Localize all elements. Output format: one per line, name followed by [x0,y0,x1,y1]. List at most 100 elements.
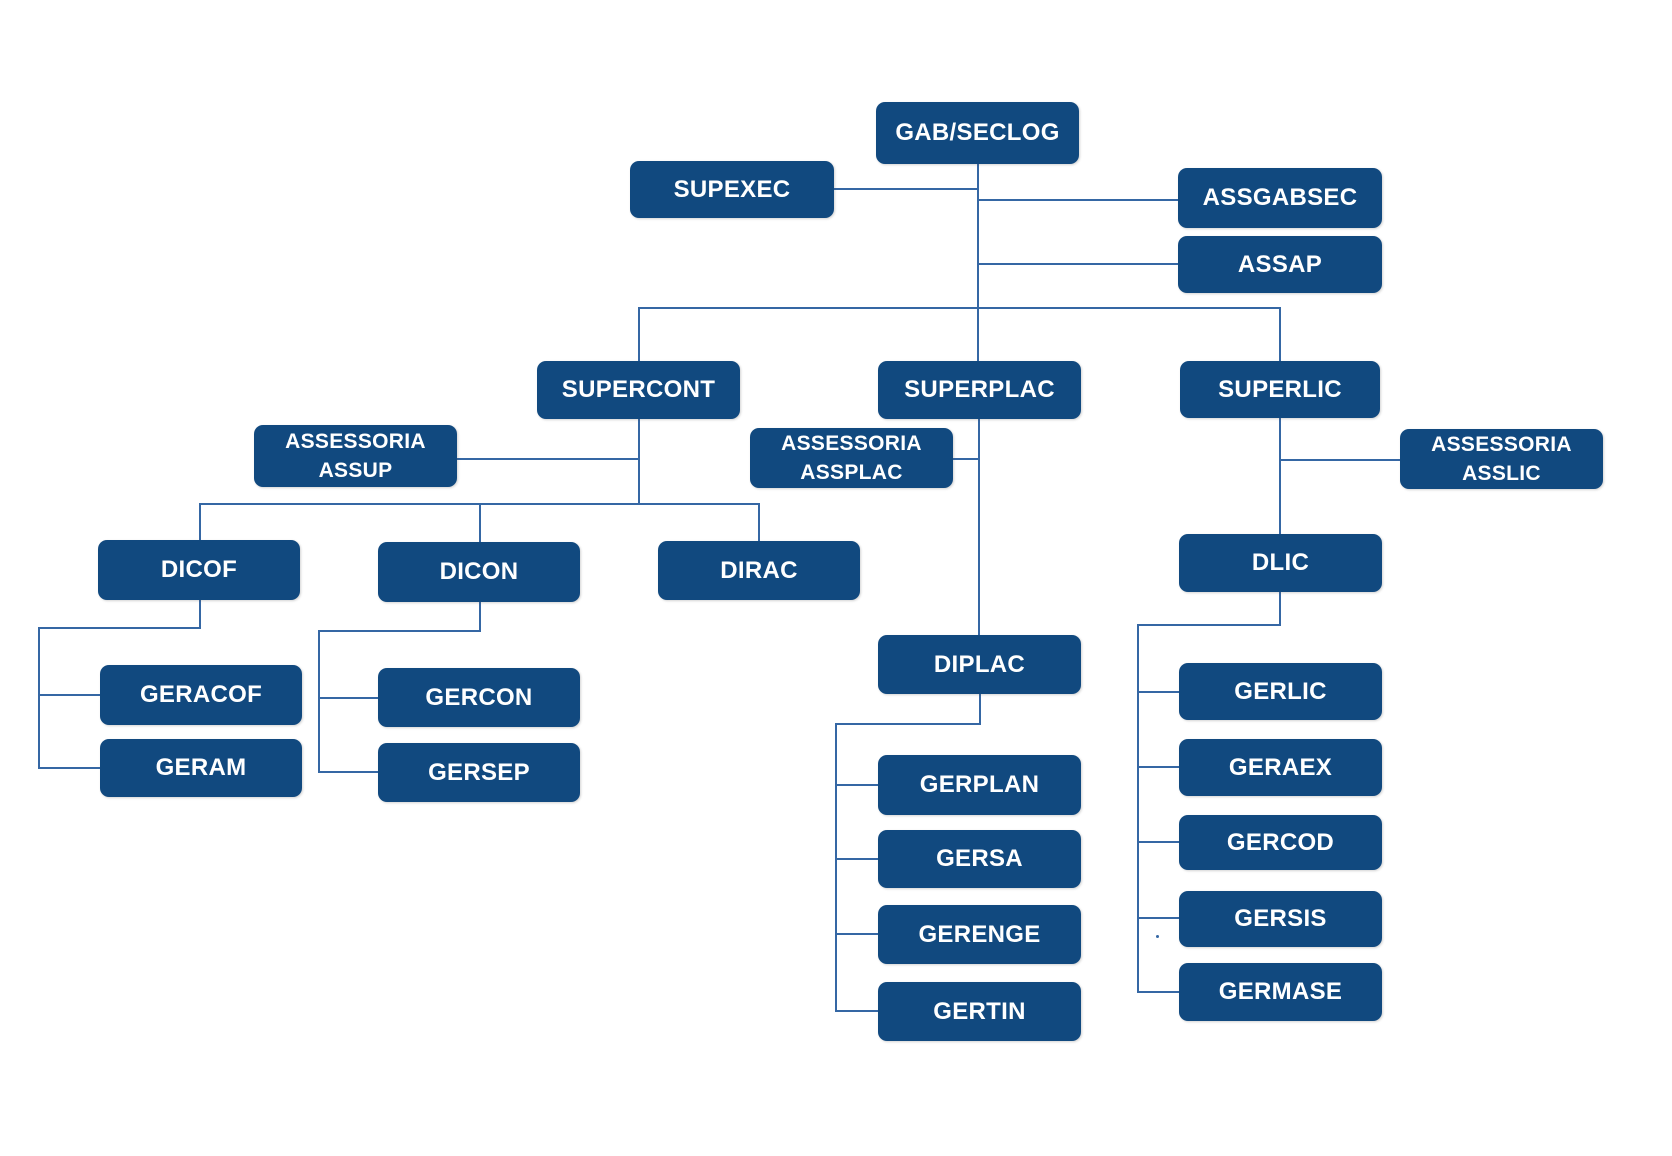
org-node-label: ASSPLAC [800,461,903,484]
org-node-label: ASSESSORIA [781,432,922,455]
connector-gersis-stub [1137,917,1179,919]
org-node-superlic: SUPERLIC [1180,361,1380,418]
org-node-label: ASSAP [1237,250,1323,278]
org-node-label: GERLIC [1234,677,1327,705]
org-node-label: DLIC [1251,549,1310,576]
org-node-dlic: DLIC [1179,534,1382,592]
connector-dicon-rail [318,630,320,773]
connector-diplac-elbow-v [979,694,981,723]
org-node-label: GERACOF [139,681,263,708]
connector-dicof-drop [199,503,201,540]
connector-geraex-stub [1137,766,1179,768]
org-node-assgabsec: ASSGABSEC [1178,168,1382,228]
connector-superlic-drop [1279,307,1281,361]
org-node-gersep: GERSEP [378,743,580,802]
connector-dicof-rail [38,627,40,769]
connector-geram-stub [38,767,100,769]
connector-gersa-stub [835,858,878,860]
org-node-label: GERSEP [428,758,530,786]
connector-dirac-drop [758,503,760,541]
connector-gercod-stub [1137,841,1179,843]
org-node-label: ASSESSORIA [1431,433,1572,456]
connector-assup-stub [457,458,639,460]
org-node-assessoria-assup: ASSESSORIA ASSUP [254,425,457,487]
org-node-assap: ASSAP [1178,236,1382,293]
org-node-gerenge: GERENGE [878,905,1081,964]
connector-dlic-rail [1137,624,1139,993]
org-node-label: GERAM [155,754,247,781]
org-node-geracof: GERACOF [100,665,302,725]
org-node-gabseclog: GAB/SECLOG [876,102,1079,164]
org-node-label: DIPLAC [933,650,1026,678]
connector-dicon-drop [479,503,481,542]
connector-level2-bus [638,307,1281,309]
connector-dlic-elbow-v [1279,592,1281,624]
connector-gersep-stub [318,771,378,773]
connector-superlic-v [1279,418,1281,534]
org-node-label: ASSUP [318,459,393,482]
org-node-germase: GERMASE [1179,963,1382,1021]
org-node-assessoria-assplac: ASSESSORIA ASSPLAC [750,428,953,488]
org-node-label: SUPERCONT [561,376,716,403]
connector-diplac-elbow-h [835,723,981,725]
connector-assplac-stub [953,458,979,460]
org-node-gercod: GERCOD [1179,815,1382,870]
org-node-supercont: SUPERCONT [537,361,740,419]
org-node-label: ASSLIC [1462,462,1541,485]
org-node-label: GERTIN [933,997,1026,1025]
org-node-dicon: DICON [378,542,580,602]
org-node-label: DICON [439,558,519,585]
connector-diplac-rail [835,723,837,1012]
org-node-label: GERMASE [1218,978,1343,1005]
org-node-gertin: GERTIN [878,982,1081,1041]
org-node-geraex: GERAEX [1179,739,1382,796]
org-node-label: GERSIS [1234,905,1327,932]
org-node-label: DIRAC [720,556,798,584]
org-node-gersis: GERSIS [1179,891,1382,947]
org-node-label: SUPEXEC [673,175,791,203]
org-node-assessoria-asslic: ASSESSORIA ASSLIC [1400,429,1603,489]
org-node-label: GERPLAN [919,771,1040,798]
org-node-label: GERENGE [918,920,1041,948]
connector-assap-stub [977,263,1178,265]
connector-gerlic-stub [1137,691,1179,693]
connector-dlic-elbow-h [1137,624,1281,626]
stray-mark [1156,935,1159,938]
org-node-label: ASSGABSEC [1202,184,1358,211]
org-node-label: GERAEX [1228,753,1333,781]
org-node-label: DICOF [160,556,238,583]
org-node-gersa: GERSA [878,830,1081,888]
connector-dicof-elbow-v [199,600,201,627]
connector-dicon-elbow-h [318,630,481,632]
org-node-diplac: DIPLAC [878,635,1081,694]
org-node-gercon: GERCON [378,668,580,727]
org-node-gerplan: GERPLAN [878,755,1081,815]
connector-dicon-elbow-v [479,602,481,630]
connector-gab-trunk [977,164,979,361]
org-node-label: SUPERLIC [1218,375,1342,403]
connector-gercon-stub [318,697,378,699]
connector-gertin-stub [835,1010,878,1012]
connector-supercont-drop [638,307,640,361]
connector-superplac-v [978,419,980,635]
org-node-label: GERCOD [1226,828,1335,856]
connector-gerenge-stub [835,933,878,935]
connector-assgabsec-stub [977,199,1178,201]
org-node-label: GERSA [936,845,1023,872]
connector-supercont-v [638,419,640,503]
connector-geracof-stub [38,694,100,696]
connector-supexec-stub [834,188,979,190]
connector-gerplan-stub [835,784,878,786]
org-node-geram: GERAM [100,739,302,797]
org-node-supexec: SUPEXEC [630,161,834,218]
connector-dicof-elbow-h [38,627,201,629]
org-node-label: GAB/SECLOG [895,119,1060,146]
connector-germase-stub [1137,991,1179,993]
org-node-superplac: SUPERPLAC [878,361,1081,419]
org-node-dicof: DICOF [98,540,300,600]
org-node-label: GERCON [425,683,533,711]
org-node-label: SUPERPLAC [904,376,1055,403]
connector-asslic-stub [1279,459,1400,461]
org-node-gerlic: GERLIC [1179,663,1382,720]
